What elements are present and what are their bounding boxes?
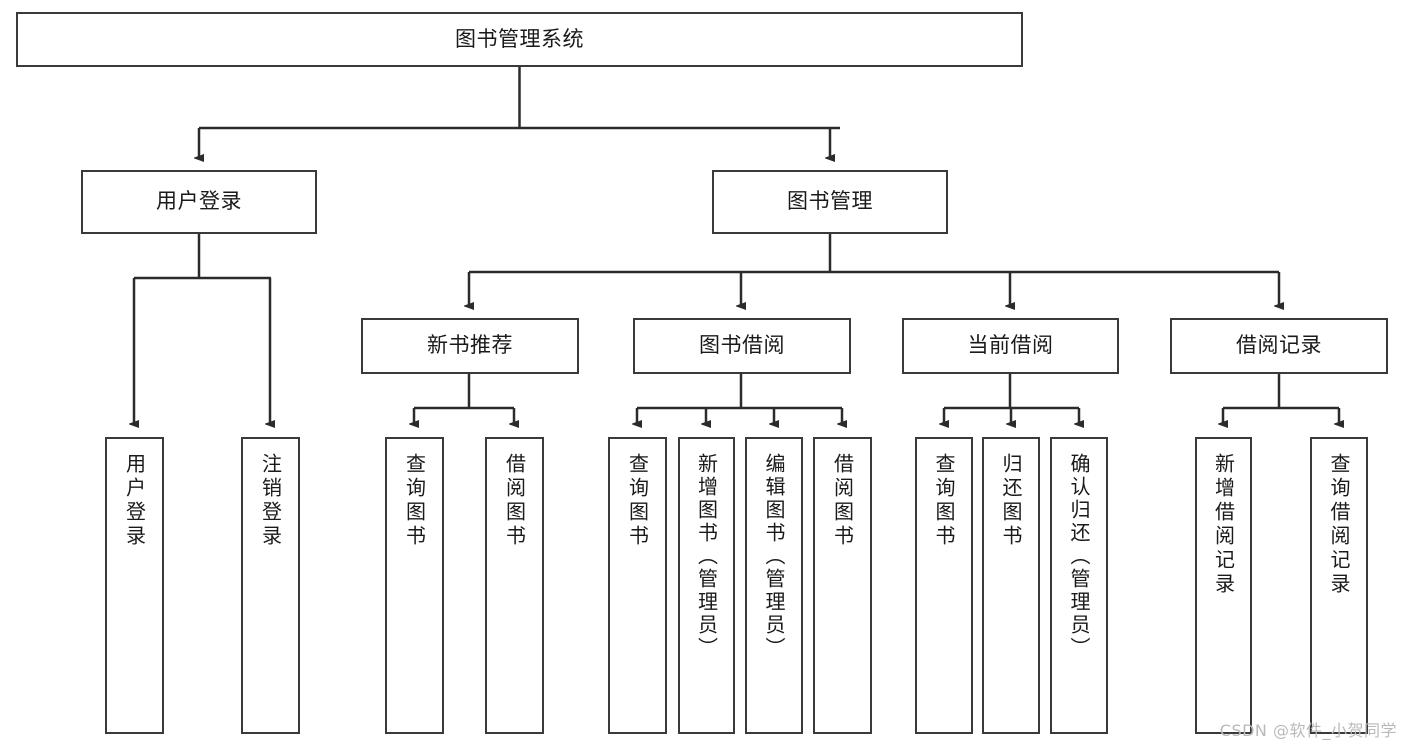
node-root[interactable]: 图书管理系统 (16, 12, 1023, 67)
node-borrow-record[interactable]: 借阅记录 (1170, 318, 1388, 374)
node-new-book-recommend[interactable]: 新书推荐 (361, 318, 579, 374)
node-leaf-return-book[interactable]: 归还图书 (982, 437, 1040, 734)
node-borrow-record-label: 借阅记录 (1236, 333, 1322, 358)
node-leaf-query-book-rec[interactable]: 查询图书 (385, 437, 444, 734)
node-leaf-query-book-borrow[interactable]: 查询图书 (608, 437, 667, 734)
node-leaf-user-login-label: 用户登录 (122, 453, 147, 549)
node-current-borrow[interactable]: 当前借阅 (902, 318, 1119, 374)
node-leaf-user-logout-label: 注销登录 (258, 453, 283, 549)
node-leaf-return-book-label: 归还图书 (999, 453, 1023, 549)
node-leaf-query-book-borrow-label: 查询图书 (625, 453, 650, 549)
node-book-borrow[interactable]: 图书借阅 (633, 318, 851, 374)
node-leaf-borrow-book-label: 借阅图书 (830, 453, 855, 549)
node-book-manage[interactable]: 图书管理 (712, 170, 948, 234)
node-leaf-edit-book-admin[interactable]: 编辑图书（管理员） (745, 437, 803, 734)
node-book-manage-label: 图书管理 (787, 189, 873, 214)
node-leaf-query-book-current[interactable]: 查询图书 (915, 437, 973, 734)
node-leaf-borrow-book-rec-label: 借阅图书 (502, 453, 527, 549)
node-root-label: 图书管理系统 (455, 26, 584, 51)
node-leaf-borrow-book-rec[interactable]: 借阅图书 (485, 437, 544, 734)
node-leaf-query-book-current-label: 查询图书 (932, 453, 956, 549)
node-current-borrow-label: 当前借阅 (967, 333, 1054, 358)
node-leaf-add-borrow-record[interactable]: 新增借阅记录 (1195, 437, 1252, 734)
node-user-login[interactable]: 用户登录 (81, 170, 317, 234)
node-new-book-recommend-label: 新书推荐 (427, 333, 513, 358)
node-book-borrow-label: 图书借阅 (699, 333, 785, 358)
node-leaf-add-book-admin-label: 新增图书（管理员） (694, 453, 719, 660)
watermark: CSDN @软件_小贺同学 (1219, 721, 1397, 740)
node-leaf-edit-book-admin-label: 编辑图书（管理员） (762, 453, 786, 660)
node-leaf-query-borrow-record-label: 查询借阅记录 (1327, 453, 1351, 597)
node-leaf-query-book-rec-label: 查询图书 (402, 453, 427, 549)
node-leaf-confirm-return-admin-label: 确认归还（管理员） (1067, 453, 1091, 660)
node-leaf-borrow-book[interactable]: 借阅图书 (813, 437, 872, 734)
node-leaf-user-login[interactable]: 用户登录 (105, 437, 164, 734)
node-leaf-add-book-admin[interactable]: 新增图书（管理员） (678, 437, 735, 734)
node-leaf-add-borrow-record-label: 新增借阅记录 (1211, 453, 1236, 597)
node-leaf-user-logout[interactable]: 注销登录 (241, 437, 300, 734)
node-user-login-label: 用户登录 (156, 189, 242, 214)
node-leaf-confirm-return-admin[interactable]: 确认归还（管理员） (1050, 437, 1108, 734)
node-leaf-query-borrow-record[interactable]: 查询借阅记录 (1310, 437, 1368, 734)
